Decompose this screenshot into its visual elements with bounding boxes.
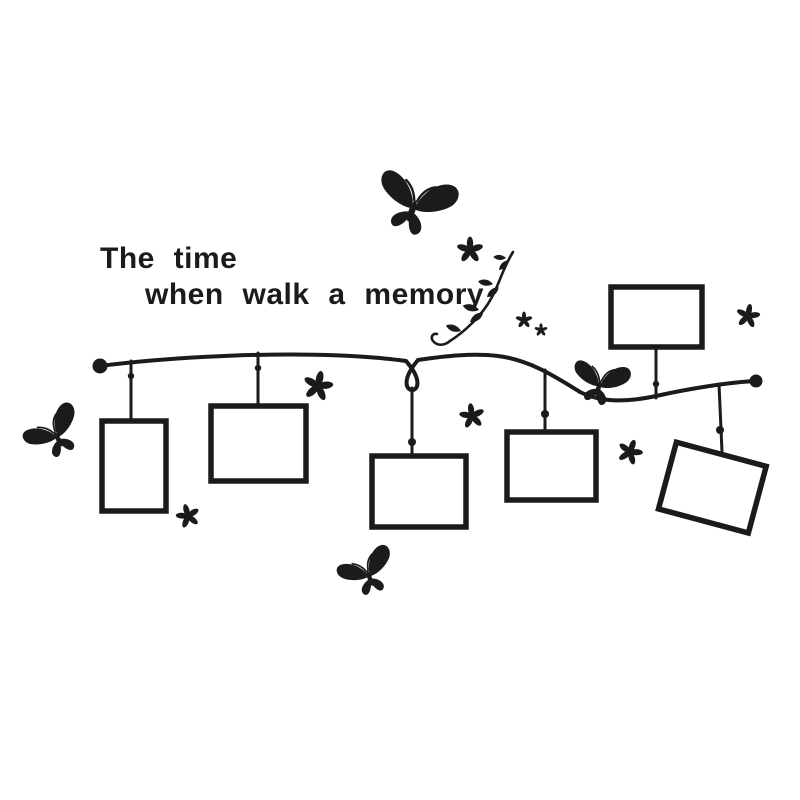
hanger-dot-5 — [716, 426, 724, 434]
hanger-dot-1 — [127, 372, 135, 380]
vine-branch — [430, 250, 515, 347]
photo-frame-1 — [99, 418, 169, 514]
quote-line-1: The time — [100, 242, 237, 275]
photo-frame-6 — [608, 284, 705, 350]
hanger-dot-2 — [254, 364, 262, 372]
photo-frames — [99, 284, 770, 537]
photo-frame-2 — [208, 403, 309, 484]
hanger-dot-3 — [408, 438, 416, 446]
wire-end-dot-right — [749, 374, 763, 388]
photo-frame-5 — [655, 438, 770, 537]
quote-line-2: when walk a memory — [144, 278, 484, 311]
hanger-line-5 — [717, 382, 724, 454]
photo-frame-4 — [504, 429, 599, 503]
wire-end-dot-left — [92, 358, 108, 374]
frame-hangers — [127, 345, 724, 458]
photo-frame-3 — [369, 453, 469, 530]
hanger-dot-6 — [652, 380, 660, 388]
hanging-wire — [92, 352, 763, 403]
hanger-dot-4 — [541, 410, 549, 418]
